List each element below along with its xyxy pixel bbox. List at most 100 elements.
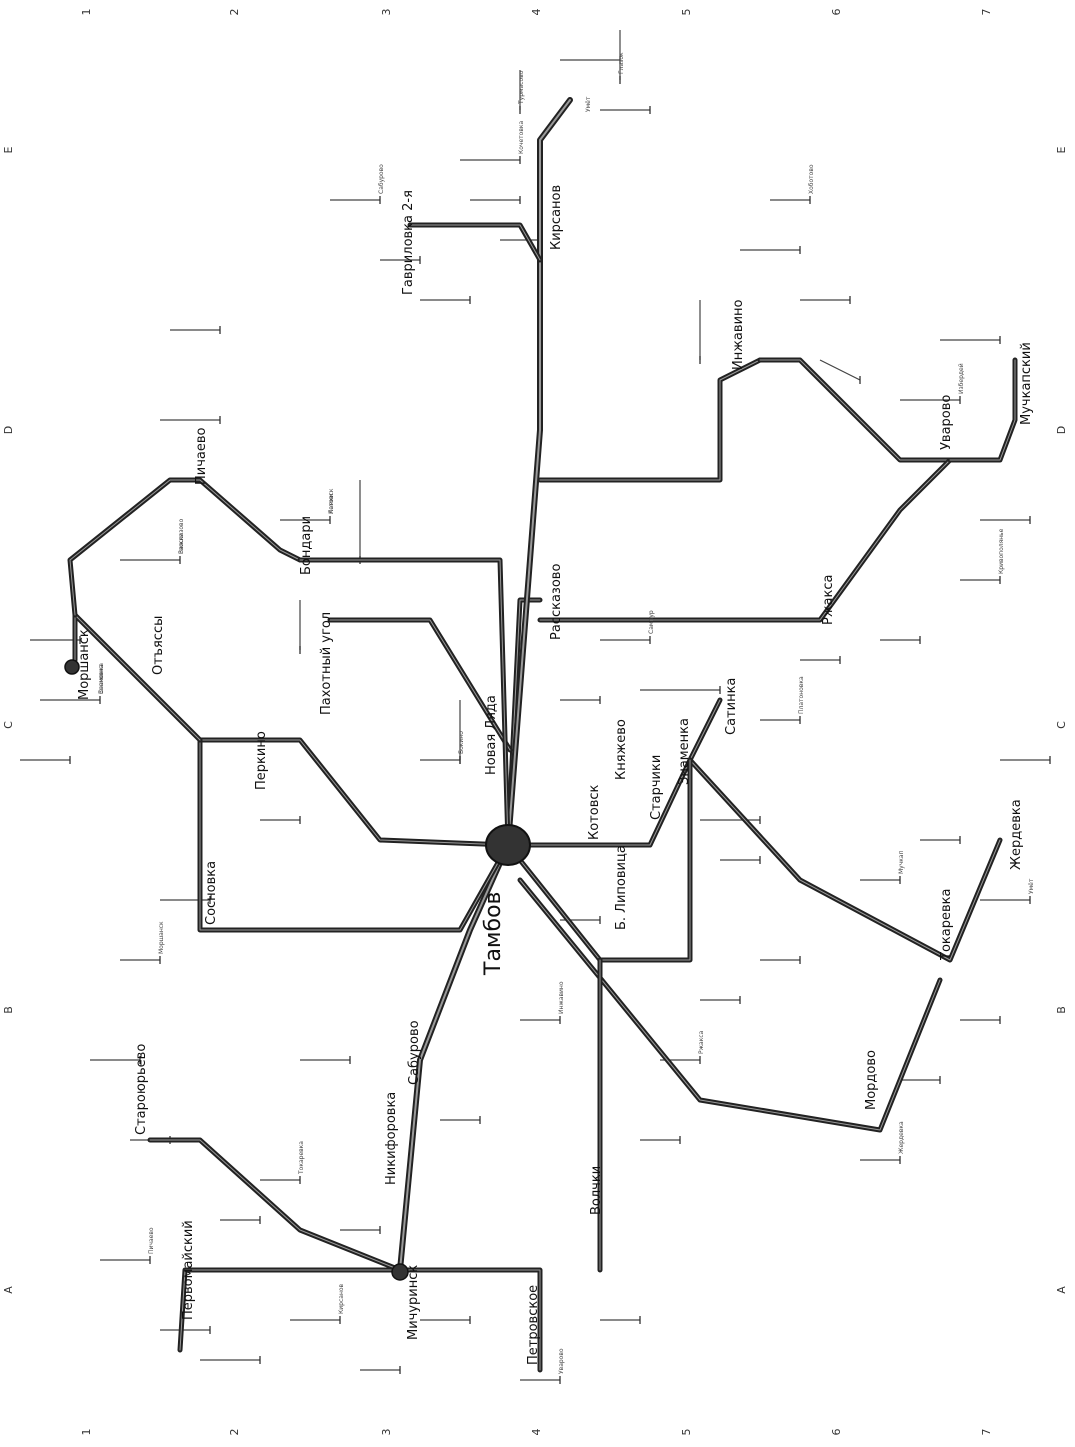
city-label-mucapskiy: Мучкапский xyxy=(1019,342,1034,425)
grid-number-4-bottom: 4 xyxy=(530,1429,543,1436)
route-pakhotny-ugol-inner xyxy=(330,620,510,750)
grid-letter-D-right: D xyxy=(1055,426,1068,434)
branch-lines xyxy=(20,30,1050,1384)
city-label-sosnovka: Сосновка xyxy=(204,861,219,925)
grid-letter-D-left: D xyxy=(2,426,15,434)
small-station-label: Платоновка xyxy=(798,676,805,714)
city-label-nikiforovka: Никифоровка xyxy=(384,1092,399,1185)
small-station-label: Кирсанов xyxy=(338,1283,345,1314)
grid-letter-A-right: A xyxy=(1055,1286,1068,1294)
city-label-umet: Умёт xyxy=(585,96,592,112)
grid-letter-E-right: E xyxy=(1055,146,1068,153)
city-label-knyazhevo: Княжево xyxy=(614,719,629,780)
city-label-pakhotny-ugol: Пахотный угол xyxy=(319,612,334,715)
city-label-mordovo: Мордово xyxy=(864,1050,879,1110)
city-label-pervomayskiy: Первомайский xyxy=(181,1220,196,1320)
grid-number-1-bottom: 1 xyxy=(80,1429,93,1436)
small-station-label: Мучкап xyxy=(898,850,905,874)
city-label-kotovsk: Котовск xyxy=(587,784,602,840)
route-pakhotny-ugol xyxy=(330,620,510,750)
city-label-starchiki: Старчики xyxy=(649,755,664,820)
city-label-uvarovo: Уварово xyxy=(939,395,954,450)
route-tambov-sosnovka xyxy=(200,740,508,930)
small-station-label: Токаревка xyxy=(298,1141,305,1175)
city-label-inzhavino: Инжавино xyxy=(731,299,746,370)
route-sosnovka-morshansk-inner xyxy=(75,615,200,740)
grid-number-6-top: 6 xyxy=(830,9,843,16)
small-station-label: Моршанск xyxy=(158,921,165,954)
grid-letter-B-left: B xyxy=(2,1006,15,1014)
grid-letter-B-right: B xyxy=(1055,1006,1068,1014)
city-label-novaya-lyada: Новая Ляда xyxy=(484,695,499,775)
grid-number-4-top: 4 xyxy=(530,9,543,16)
route-tambov-sosnovka-inner xyxy=(200,740,508,930)
route-kirsanov-gavrilovka xyxy=(410,225,540,260)
small-station-label: Пичаево xyxy=(148,1227,155,1254)
main-lines xyxy=(70,100,1015,1370)
grid-number-5-bottom: 5 xyxy=(680,1429,693,1436)
grid-letter-C-right: C xyxy=(1055,721,1068,729)
city-label-znamenka: Знаменка xyxy=(677,718,692,785)
city-label-pichaevo: Пичаево xyxy=(194,427,209,485)
city-label-perkino: Перкино xyxy=(254,731,269,790)
route-morshansk-pichaevo xyxy=(70,480,300,615)
grid-number-1-top: 1 xyxy=(80,9,93,16)
grid-letter-A-left: A xyxy=(2,1286,15,1294)
city-labels: СосновкаВяжлиЛамкиСабуровоКочетовкаТурма… xyxy=(77,52,1035,1374)
city-label-satinka: Сатинка xyxy=(724,678,739,735)
route-inzhavino-uvarovo-inner xyxy=(760,360,950,460)
small-station-label: Кривополянье xyxy=(998,528,1005,574)
grid-number-2-bottom: 2 xyxy=(228,1429,241,1436)
city-label-morshansk: Моршанск xyxy=(77,629,92,700)
route-michurinsk-pervomaysky xyxy=(180,1270,400,1350)
city-label-zherdevka: Жердевка xyxy=(1009,799,1024,870)
grid-number-7-top: 7 xyxy=(980,9,993,16)
small-station-label: Турмасово xyxy=(518,70,525,105)
grid-number-5-top: 5 xyxy=(680,9,693,16)
small-station-label: Бокино xyxy=(458,731,465,754)
small-station-label: Сампур xyxy=(648,610,655,634)
small-station-label: Умёт xyxy=(1028,878,1035,894)
route-inzhavino-uvarovo xyxy=(760,360,950,460)
small-station-label: Избердей xyxy=(958,363,965,394)
city-label-rzhaksa: Ржакса xyxy=(821,575,836,625)
city-label-bondari: Бондари xyxy=(299,516,314,575)
route-tambov-perkino xyxy=(200,740,508,845)
small-station-label: Знаменка xyxy=(98,663,105,694)
small-station-label: Кочетовка xyxy=(518,121,525,154)
city-label-kirsanov: Кирсанов xyxy=(549,185,564,250)
city-label-rasskazovo: Рассказово xyxy=(549,564,564,640)
small-station-label: Сабурово xyxy=(378,164,385,194)
city-label-otyassy: Отъяссы xyxy=(151,616,166,675)
grid-number-7-bottom: 7 xyxy=(980,1429,993,1436)
city-label-volchki: Волчки xyxy=(589,1166,604,1215)
small-station-label: Котовск xyxy=(328,488,335,514)
small-station-label: Глазок xyxy=(618,52,625,74)
city-label-staroyurevo: Староюрьево xyxy=(134,1044,149,1135)
grid-number-3-bottom: 3 xyxy=(380,1429,393,1436)
small-station-label: Рассказово xyxy=(178,518,185,554)
route-rzhaksa-uvarovo-inner xyxy=(540,460,950,620)
route-tambov-perkino-inner xyxy=(200,740,508,845)
city-label-tambov: Тамбов xyxy=(481,891,506,976)
city-label-saburovo: Сабурово xyxy=(407,1020,422,1085)
small-station-label: Уварово xyxy=(558,1348,565,1374)
small-station-label: Инжавино xyxy=(558,981,565,1014)
small-station-label: Хоботово xyxy=(808,164,815,194)
grid-number-2-top: 2 xyxy=(228,9,241,16)
city-label-b-lipovitsa: Б. Липовица xyxy=(614,845,629,930)
tambov-junction-node xyxy=(486,825,530,865)
small-station-label: Ржакса xyxy=(698,1030,705,1054)
route-rzhaksa-uvarovo xyxy=(540,460,950,620)
grid-letter-E-left: E xyxy=(2,146,15,153)
city-label-gavrilovka: Гавриловка 2-я xyxy=(401,190,416,295)
route-morshansk-pichaevo-inner xyxy=(70,480,300,615)
city-label-petrovskoe: Петровское xyxy=(526,1285,541,1365)
branch-line-24 xyxy=(820,360,860,380)
city-label-tokarevka: Токаревка xyxy=(939,889,954,961)
small-station-label: Жердевка xyxy=(898,1121,905,1154)
city-label-michurinsk: Мичуринск xyxy=(406,1265,421,1340)
